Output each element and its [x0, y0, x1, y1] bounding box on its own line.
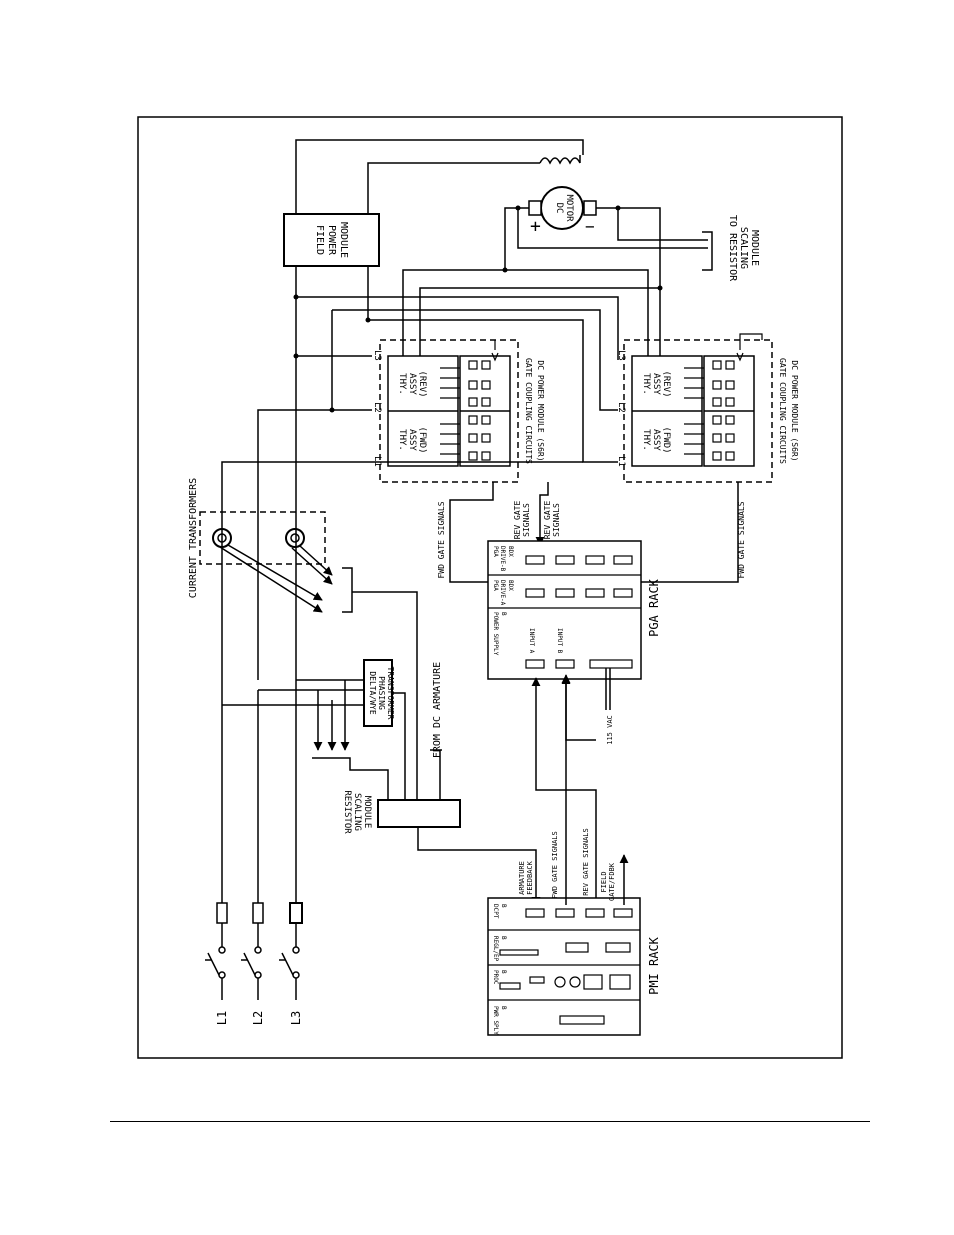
pga-rack-title: PGA RACK	[647, 578, 661, 637]
pga-slot-b-2: DRIVE-B	[499, 546, 506, 572]
pmi-dcpt-1: DCPT	[492, 904, 499, 919]
phase-feeds	[221, 409, 583, 705]
current-transformers: CURRENT TRANSFORMERS	[188, 478, 418, 800]
rev-gate-2a: REV GATE	[543, 501, 552, 540]
phase-l3-b: L3	[616, 350, 626, 361]
motor-minus: −	[585, 217, 595, 236]
figure-frame	[137, 116, 843, 1059]
dc-power-module-1: THY. ASSY (REV) THY. ASSY (FWD) L3 L2 L1…	[372, 339, 545, 483]
delta-wye-1: DELTA/WYE	[368, 671, 377, 715]
resistor-scaling-2: SCALING	[352, 793, 362, 831]
resistor-scaling-module: RESISTOR SCALING MODULE FROM DC ARMATURE	[342, 662, 541, 906]
current-transformers-label: CURRENT TRANSFORMERS	[188, 478, 199, 598]
field-winding	[295, 139, 584, 214]
thy-fwd-b-3: (FWD)	[661, 426, 671, 453]
field-power-label-1: FIELD	[314, 225, 325, 255]
pga-slot-a-1: PGA	[492, 580, 499, 591]
pga-rack: PGA DRIVE-B BDX PGA DRIVE-A BDX POWER SU…	[487, 540, 661, 905]
gate-coupling-label: GATE COUPLING CIRCUITS	[524, 358, 533, 464]
pga-slot-a-2: DRIVE-A	[499, 580, 506, 606]
motor-label-2: MOTOR	[564, 194, 574, 222]
fwd-gate-signals-2: FWD GATE SIGNALS	[737, 501, 746, 578]
rev-gate-1b: SIGNALS	[522, 503, 531, 537]
pmi-rack-title: PMI RACK	[647, 936, 661, 995]
page-footer-rule	[110, 1121, 870, 1122]
field-power-label-2: POWER	[326, 225, 337, 256]
pmi-proc-2: B	[500, 970, 507, 974]
pmi-feedback: FEEDBACK	[526, 860, 534, 895]
pmi-regl-2: B	[500, 936, 507, 940]
pmi-proc-1: PROC	[492, 970, 499, 985]
motor-label-1: DC	[554, 203, 564, 214]
rev-gate-2b: SIGNALS	[552, 503, 561, 537]
rev-gate-1a: REV GATE	[513, 501, 522, 540]
pga-input-b: INPUT B	[556, 628, 563, 654]
pga-slot-a-3: BDX	[507, 580, 514, 591]
dc-power-module-label: DC POWER MODULE (S6R)	[536, 360, 545, 461]
pmi-field: FIELD	[600, 871, 608, 892]
pga-115vac: 115 VAC	[606, 715, 614, 745]
pmi-gate-fdbk: GATE/FDBK	[608, 862, 616, 901]
delta-wye-2: PHASING	[377, 676, 386, 710]
thy-fwd-b-2: ASSY	[651, 429, 661, 451]
pmi-rev-gate: REV GATE SIGNALS	[582, 828, 590, 895]
line-disconnects	[205, 680, 303, 1000]
dc-motor: DC MOTOR + −	[528, 186, 597, 237]
line-l2: L2	[251, 1011, 265, 1025]
thy-fwd-2: ASSY	[407, 429, 417, 451]
pga-slot-b-1: PGA	[492, 546, 499, 557]
field-power-module: FIELD POWER MODULE	[283, 213, 380, 267]
gate-coupling-label-b: GATE COUPLING CIRCUITS	[778, 358, 787, 464]
motor-wiring	[402, 207, 713, 360]
thy-fwd-b-1: THY.	[641, 429, 651, 451]
motor-plus: +	[530, 216, 541, 237]
motor-junction-dots	[502, 205, 663, 291]
delta-wye-transformer: DELTA/WYE PHASING TRANSFORMER	[222, 659, 406, 800]
pmi-pwr-2: B	[500, 1006, 507, 1010]
pga-input-a: INPUT A	[528, 628, 535, 654]
phase-l2-b: L2	[616, 402, 626, 413]
pmi-fwd-gate: FWD GATE SIGNALS	[551, 831, 559, 898]
pmi-regl-1: REGL/EP	[492, 936, 499, 962]
to-resistor-1: TO RESISTOR	[727, 215, 738, 282]
thy-rev-3: (REV)	[417, 370, 427, 397]
phase-l3: L3	[372, 350, 382, 361]
pmi-pwr-1: PWR SPLY	[492, 1006, 499, 1035]
pga-power-supply-1: POWER SUPPLY	[492, 612, 499, 656]
resistor-scaling-3: MODULE	[362, 796, 372, 829]
thy-rev-b-3: (REV)	[661, 370, 671, 397]
pmi-dcpt-2: B	[500, 904, 507, 908]
pmi-armature: ARMATURE	[518, 861, 526, 895]
pmi-rack: DCPT B REGL/EP B PROC B PWR SPLY B PMI R…	[487, 674, 661, 1036]
thy-rev-2: ASSY	[407, 373, 417, 395]
pga-power-supply-2: B	[500, 612, 507, 616]
ac-bus	[295, 266, 619, 680]
to-resistor-3: MODULE	[749, 230, 760, 266]
thy-fwd-1: THY.	[397, 429, 407, 451]
resistor-scaling-1: RESISTOR	[342, 790, 352, 834]
dc-power-module-2: THY. ASSY (REV) THY. ASSY (FWD) L3 L2 L1…	[616, 333, 799, 483]
thy-fwd-3: (FWD)	[417, 426, 427, 453]
from-dc-armature-label: FROM DC ARMATURE	[432, 662, 443, 758]
line-l1: L1	[215, 1011, 229, 1025]
field-power-label-3: MODULE	[338, 222, 349, 258]
to-resistor-2: SCALING	[738, 227, 749, 269]
dc-power-module-label-b: DC POWER MODULE (S6R)	[790, 360, 799, 461]
phase-l1-b: L1	[616, 456, 626, 467]
thy-rev-b-1: THY.	[641, 373, 651, 395]
pga-slot-b-3: BDX	[507, 546, 514, 557]
phase-l2: L2	[372, 402, 382, 413]
thy-rev-b-2: ASSY	[651, 373, 661, 395]
fwd-gate-signals-1: FWD GATE SIGNALS	[437, 501, 446, 578]
thy-rev-1: THY.	[397, 373, 407, 395]
line-l3: L3	[289, 1011, 303, 1025]
delta-wye-3: TRANSFORMER	[386, 667, 395, 720]
